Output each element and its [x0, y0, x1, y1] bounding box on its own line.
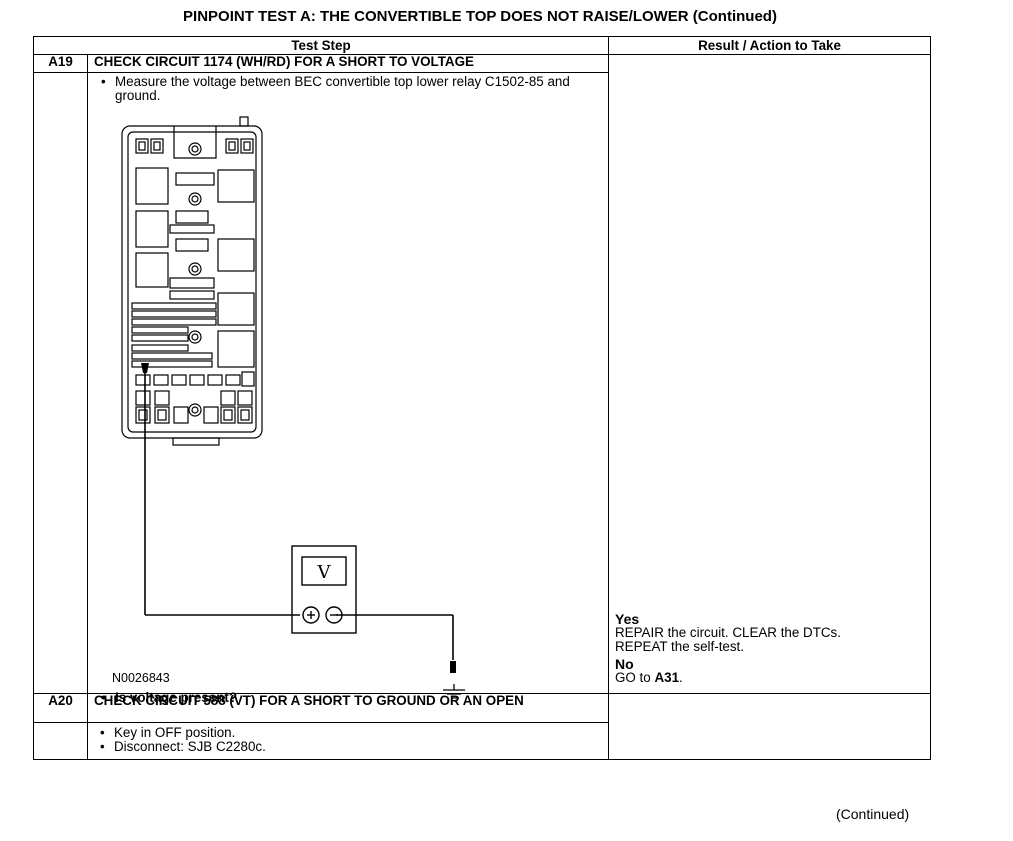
step-instructions: Key in OFF position. Disconnect: SJB C22… [94, 726, 602, 755]
step-id: A19 [33, 54, 88, 73]
list-item: Measure the voltage between BEC converti… [101, 75, 595, 103]
list-item: Disconnect: SJB C2280c. [100, 740, 602, 755]
header-row: Test Step Result / Action to Take [33, 36, 931, 55]
yes-label: Yes [615, 611, 640, 627]
yes-action-2: REPEAT the self-test. [615, 639, 744, 654]
step-instructions: Measure the voltage between BEC converti… [95, 75, 595, 103]
voltmeter-icon [291, 545, 357, 634]
step-a19-body-row: Measure the voltage between BEC converti… [33, 72, 931, 705]
meter-symbol: V [317, 562, 332, 583]
bec-fuse-box-diagram: V [121, 116, 456, 673]
no-action: GO to A31. [615, 670, 683, 685]
step-title: CHECK CIRCUIT 1174 (WH/RD) FOR A SHORT T… [87, 54, 609, 73]
step-a19-body: Measure the voltage between BEC converti… [87, 72, 609, 705]
page-title: PINPOINT TEST A: THE CONVERTIBLE TOP DOE… [183, 8, 777, 25]
header-result: Result / Action to Take [608, 36, 931, 55]
step-id: A20 [33, 693, 88, 723]
header-test-step: Test Step [33, 36, 609, 55]
step-a20-body-row: Key in OFF position. Disconnect: SJB C22… [33, 722, 931, 760]
step-a19-title-row: A19 CHECK CIRCUIT 1174 (WH/RD) FOR A SHO… [33, 54, 931, 694]
list-item: Is voltage present? [101, 691, 595, 706]
result-cell-a20 [608, 693, 931, 760]
pinpoint-test-table: Test Step Result / Action to Take A19 CH… [33, 36, 931, 760]
step-question: Is voltage present? [95, 691, 595, 706]
step-a20-body: Key in OFF position. Disconnect: SJB C22… [87, 722, 609, 760]
goto-link-a31[interactable]: A31 [654, 670, 680, 685]
result-cell-a19: Yes REPAIR the circuit. CLEAR the DTCs. … [608, 54, 931, 694]
continued-footer: (Continued) [836, 806, 910, 822]
list-item: Key in OFF position. [100, 726, 602, 741]
yes-action-1: REPAIR the circuit. CLEAR the DTCs. [615, 625, 841, 640]
figure-id: N0026843 [112, 671, 170, 685]
no-label: No [615, 656, 634, 672]
